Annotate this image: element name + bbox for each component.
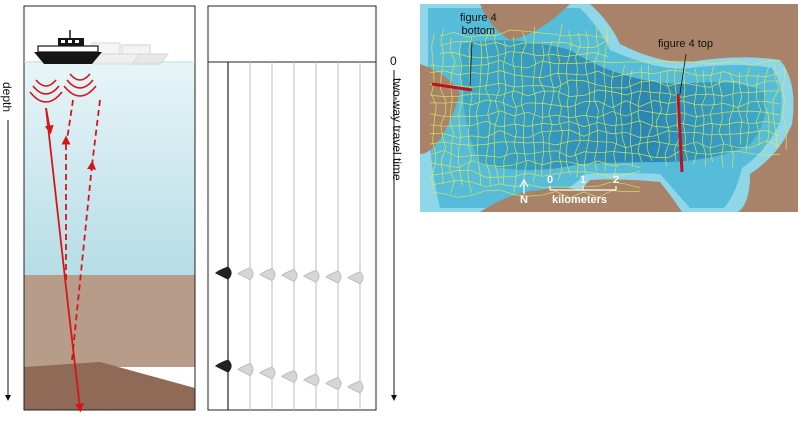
trackline [439, 28, 447, 185]
sediment-layer-lower [24, 362, 195, 410]
trackline [511, 36, 518, 193]
trackline [756, 73, 762, 146]
scale-tick-2: 2 [613, 174, 620, 186]
label-figure4-bottom: figure 4 bottom [460, 12, 497, 38]
trackline [429, 99, 781, 109]
label-figure4-bottom-line2: bottom [461, 25, 496, 37]
sediment-layer-upper [24, 275, 195, 367]
label-leader-bottom [469, 41, 473, 87]
trackline [429, 89, 781, 98]
trackline [539, 43, 546, 176]
time-axis-label: two-way travel time [390, 78, 404, 181]
trackline [429, 109, 781, 119]
trackline [429, 159, 641, 168]
scale-bar [549, 186, 617, 191]
seismic-rays [44, 99, 101, 413]
seismogram-svg [207, 5, 397, 411]
north-arrow-icon [519, 178, 529, 194]
seismic-trace-6 [325, 62, 342, 410]
seismic-trace-4 [281, 62, 298, 410]
cross-section-svg [5, 5, 196, 413]
trackline [655, 73, 662, 159]
trackline [718, 71, 725, 168]
trackline [781, 65, 787, 150]
survey-tracklines [429, 24, 787, 199]
trackline [429, 149, 781, 159]
trackline [484, 29, 492, 186]
trackline [439, 39, 609, 48]
trackline [565, 30, 572, 175]
map-panel: figure 4 bottom figure 4 top N 0 1 2 kil… [420, 4, 798, 212]
lake-deep [460, 40, 766, 171]
seismic-trace-7 [347, 62, 364, 410]
north-label: N [520, 194, 528, 206]
trackline [429, 79, 781, 89]
trackline [547, 41, 555, 174]
trackline [429, 59, 781, 69]
trackline [709, 65, 715, 163]
seismic-trace-2 [237, 62, 254, 410]
trackline [602, 26, 609, 171]
trackline [701, 70, 707, 167]
depth-label: depth [0, 82, 14, 113]
trackline [439, 51, 609, 59]
seismic-trace-1 [214, 62, 232, 410]
scale-tick-0: 0 [547, 174, 554, 186]
trackline [429, 179, 641, 189]
map-land-north [480, 4, 570, 40]
scale-unit-label: kilometers [552, 194, 608, 206]
time-zero-label: 0 [390, 54, 397, 68]
label-leader-top [679, 53, 687, 95]
seismogram-panel: 0 two-way travel time [200, 0, 415, 416]
seismogram-frame [207, 5, 377, 411]
trackline [429, 120, 781, 128]
trackline [584, 30, 591, 175]
cross-section-panel: depth [0, 0, 205, 416]
trackline [439, 29, 609, 39]
map-svg [420, 4, 798, 212]
trackline [429, 170, 641, 178]
trackline [619, 64, 627, 161]
label-figure4-bottom-line1: figure 4 [460, 12, 497, 24]
profile-bottom-line [431, 82, 473, 92]
trackline [556, 24, 563, 181]
survey-boat-icon [34, 30, 102, 64]
seismic-traces [214, 62, 364, 410]
trackline [532, 26, 537, 183]
profile-top-line [676, 93, 684, 173]
label-figure4-top: figure 4 top [658, 38, 714, 50]
trackline [467, 36, 473, 194]
trackline [737, 72, 743, 145]
scale-tick-1: 1 [580, 174, 587, 186]
trackline [429, 70, 781, 78]
trackline [449, 37, 456, 194]
seismic-trace-3 [259, 62, 276, 410]
trackline [429, 129, 781, 139]
seismic-trace-5 [303, 62, 320, 410]
trackline [429, 189, 641, 199]
trackline [593, 26, 600, 171]
trackline [429, 139, 781, 149]
sound-waves-icon [29, 73, 97, 103]
ghost-boat-icon [87, 42, 170, 65]
trackline [745, 67, 750, 152]
map-land-south [480, 187, 590, 212]
cross-section-frame [23, 5, 196, 411]
